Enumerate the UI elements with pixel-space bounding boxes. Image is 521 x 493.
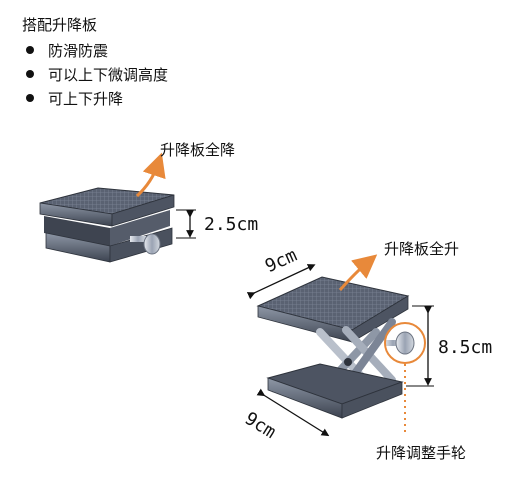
- feature-label: 可上下升降: [48, 89, 124, 108]
- feature-item: 防滑防震: [22, 38, 168, 62]
- feature-label: 防滑防震: [48, 41, 109, 60]
- max-height-dimension: 8.5cm: [438, 337, 493, 358]
- feature-item: 可上下升降: [22, 86, 168, 110]
- raised-jack: [246, 254, 434, 437]
- lowered-jack: [39, 152, 196, 263]
- min-height-dimension: 2.5cm: [204, 214, 259, 235]
- feature-item: 可以上下微调高度: [22, 62, 168, 86]
- feature-label: 可以上下微调高度: [48, 65, 169, 84]
- bullet-icon: [26, 46, 34, 54]
- bullet-icon: [26, 94, 34, 102]
- heading: 搭配升降板: [22, 16, 98, 34]
- raised-label: 升降板全升: [384, 240, 460, 258]
- bullet-icon: [26, 70, 34, 78]
- feature-list: 防滑防震 可以上下微调高度 可上下升降: [22, 38, 168, 110]
- wheel-label: 升降调整手轮: [376, 444, 467, 462]
- lowered-label: 升降板全降: [160, 141, 236, 159]
